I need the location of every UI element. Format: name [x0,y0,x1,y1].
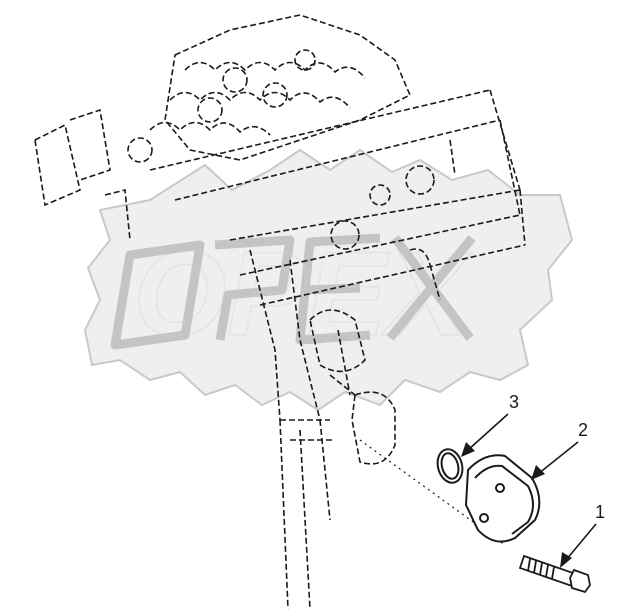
port-2 [330,220,360,250]
callout-number-2: 2 [578,420,588,440]
letter-x-outline [386,235,476,341]
bolt-part [518,554,591,594]
port-1 [405,165,435,195]
boss-1 [222,67,248,93]
lower-column-mid [299,429,311,610]
gear-watermark-shape [83,148,574,412]
block-rail-bottom [259,244,526,306]
callout-2: 2 [531,420,588,480]
block-bolt-2 [429,264,441,301]
valve-train-row-1 [184,61,366,79]
bolt-head [569,568,591,594]
block-rail-upper-2 [174,119,501,201]
block-right-end [489,89,526,246]
arrowhead-2 [531,465,545,480]
block-bolt-1 [449,139,456,176]
plate-bolt-hole-bottom [479,513,489,523]
lower-column-left [279,419,289,610]
cylinder-head-top [164,14,412,161]
callout-1: 1 [560,502,605,568]
lower-column-right [319,419,331,521]
boss-2 [262,82,288,108]
engine-block-drawing [34,14,526,610]
boss-3 [197,97,223,123]
arrowhead-3 [461,442,475,457]
valve-train-row-2 [169,91,351,109]
letter-p-outline [214,235,295,341]
block-rail-lower [239,214,521,276]
callout-number-3: 3 [509,392,519,412]
o-ring-part [436,448,464,484]
housing-upper [309,309,366,373]
port-3 [369,184,391,206]
left-pillar-1 [34,123,81,207]
plate-bolt-hole-top [495,483,505,493]
left-pillar-3 [104,188,131,241]
callout-number-1: 1 [595,502,605,522]
arrowhead-1 [560,552,572,568]
block-rail-mid [229,189,521,241]
left-pillar-2 [69,108,111,181]
cover-plate-part [464,454,541,543]
boss-4 [127,137,153,163]
valve-train-row-3 [149,121,271,136]
opex-watermark-logo: OPEX [83,148,574,412]
housing-mount [351,391,396,465]
block-front-face [249,249,321,421]
callout-3: 3 [461,392,519,457]
boss-5 [294,49,316,71]
block-bolt-3 [409,248,431,266]
lower-flange [280,419,335,441]
watermark-text: OPEX [133,227,473,361]
block-rail-upper [149,89,491,171]
housing-arm [329,329,356,396]
letter-o-outline [110,240,205,350]
